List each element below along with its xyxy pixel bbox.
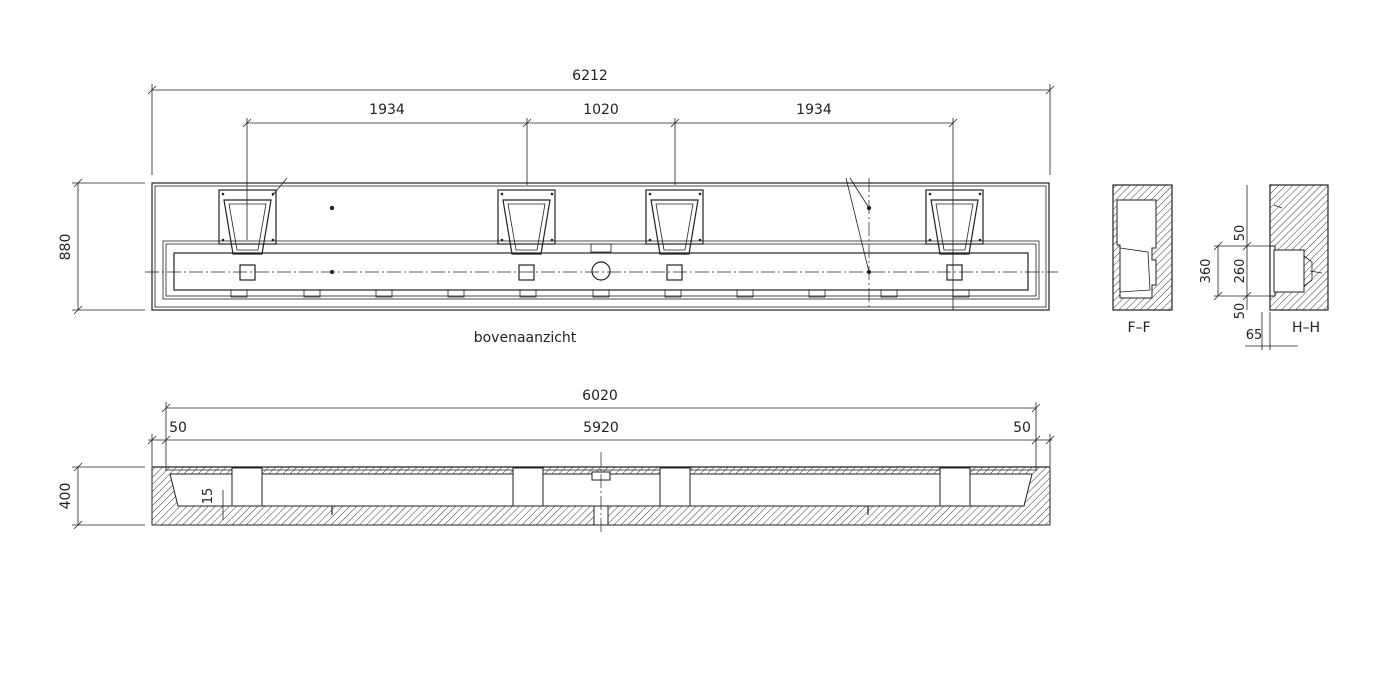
gutter-outer [162, 240, 1040, 300]
dimension-6020: 6020 [582, 388, 618, 404]
slab-outline-inner [154, 185, 1047, 308]
urinal-unit-2 [497, 189, 556, 281]
dimension-50-right: 50 [1013, 420, 1031, 436]
dimension-5920: 5920 [583, 420, 619, 436]
dimension-360: 360 [1199, 259, 1214, 284]
dimension-1934-left: 1934 [369, 102, 405, 118]
section-f-f-label: F–F [1127, 320, 1150, 336]
dimension-50-lower: 50 [1233, 303, 1248, 320]
dimension-height-front: 400 [58, 462, 145, 530]
gutter-feet [230, 289, 970, 298]
dimension-inner-front: 50 5920 50 [147, 420, 1055, 466]
dimension-400: 400 [58, 483, 74, 510]
central-drain [590, 243, 612, 281]
dimension-260: 260 [1233, 259, 1248, 284]
top-view: 6212 1934 1020 1934 880 [58, 68, 1058, 346]
gutter-inner [173, 252, 1029, 291]
dimension-50-left: 50 [169, 420, 187, 436]
top-view-label: bovenaanzicht [474, 330, 577, 346]
section-h-h: 360 50 260 50 65 H–H [1199, 184, 1329, 350]
dimension-880: 880 [58, 234, 74, 261]
dimension-50-upper: 50 [1233, 225, 1248, 242]
section-h-h-label: H–H [1292, 320, 1320, 336]
dimension-6212: 6212 [572, 68, 608, 84]
urinal-unit-4 [925, 189, 984, 281]
urinal-unit-1 [218, 177, 288, 281]
front-section-body: 15 [151, 452, 1051, 533]
urinal-unit-3 [645, 189, 704, 281]
dimension-15: 15 [201, 488, 216, 505]
dimension-depth-top: 880 [58, 178, 145, 315]
slab-outline-outer [151, 182, 1050, 311]
fixing-points [329, 177, 872, 310]
dimension-65: 65 [1246, 328, 1263, 343]
dimension-1020: 1020 [583, 102, 619, 118]
front-view: 6020 50 5920 50 400 [58, 388, 1055, 533]
dimension-1934-right: 1934 [796, 102, 832, 118]
dimension-chain-top: 1934 1020 1934 [242, 102, 958, 310]
section-f-f: F–F [1112, 184, 1173, 336]
dimension-overall-front: 6020 [161, 388, 1041, 470]
dimension-overall-top: 6212 [147, 68, 1055, 175]
